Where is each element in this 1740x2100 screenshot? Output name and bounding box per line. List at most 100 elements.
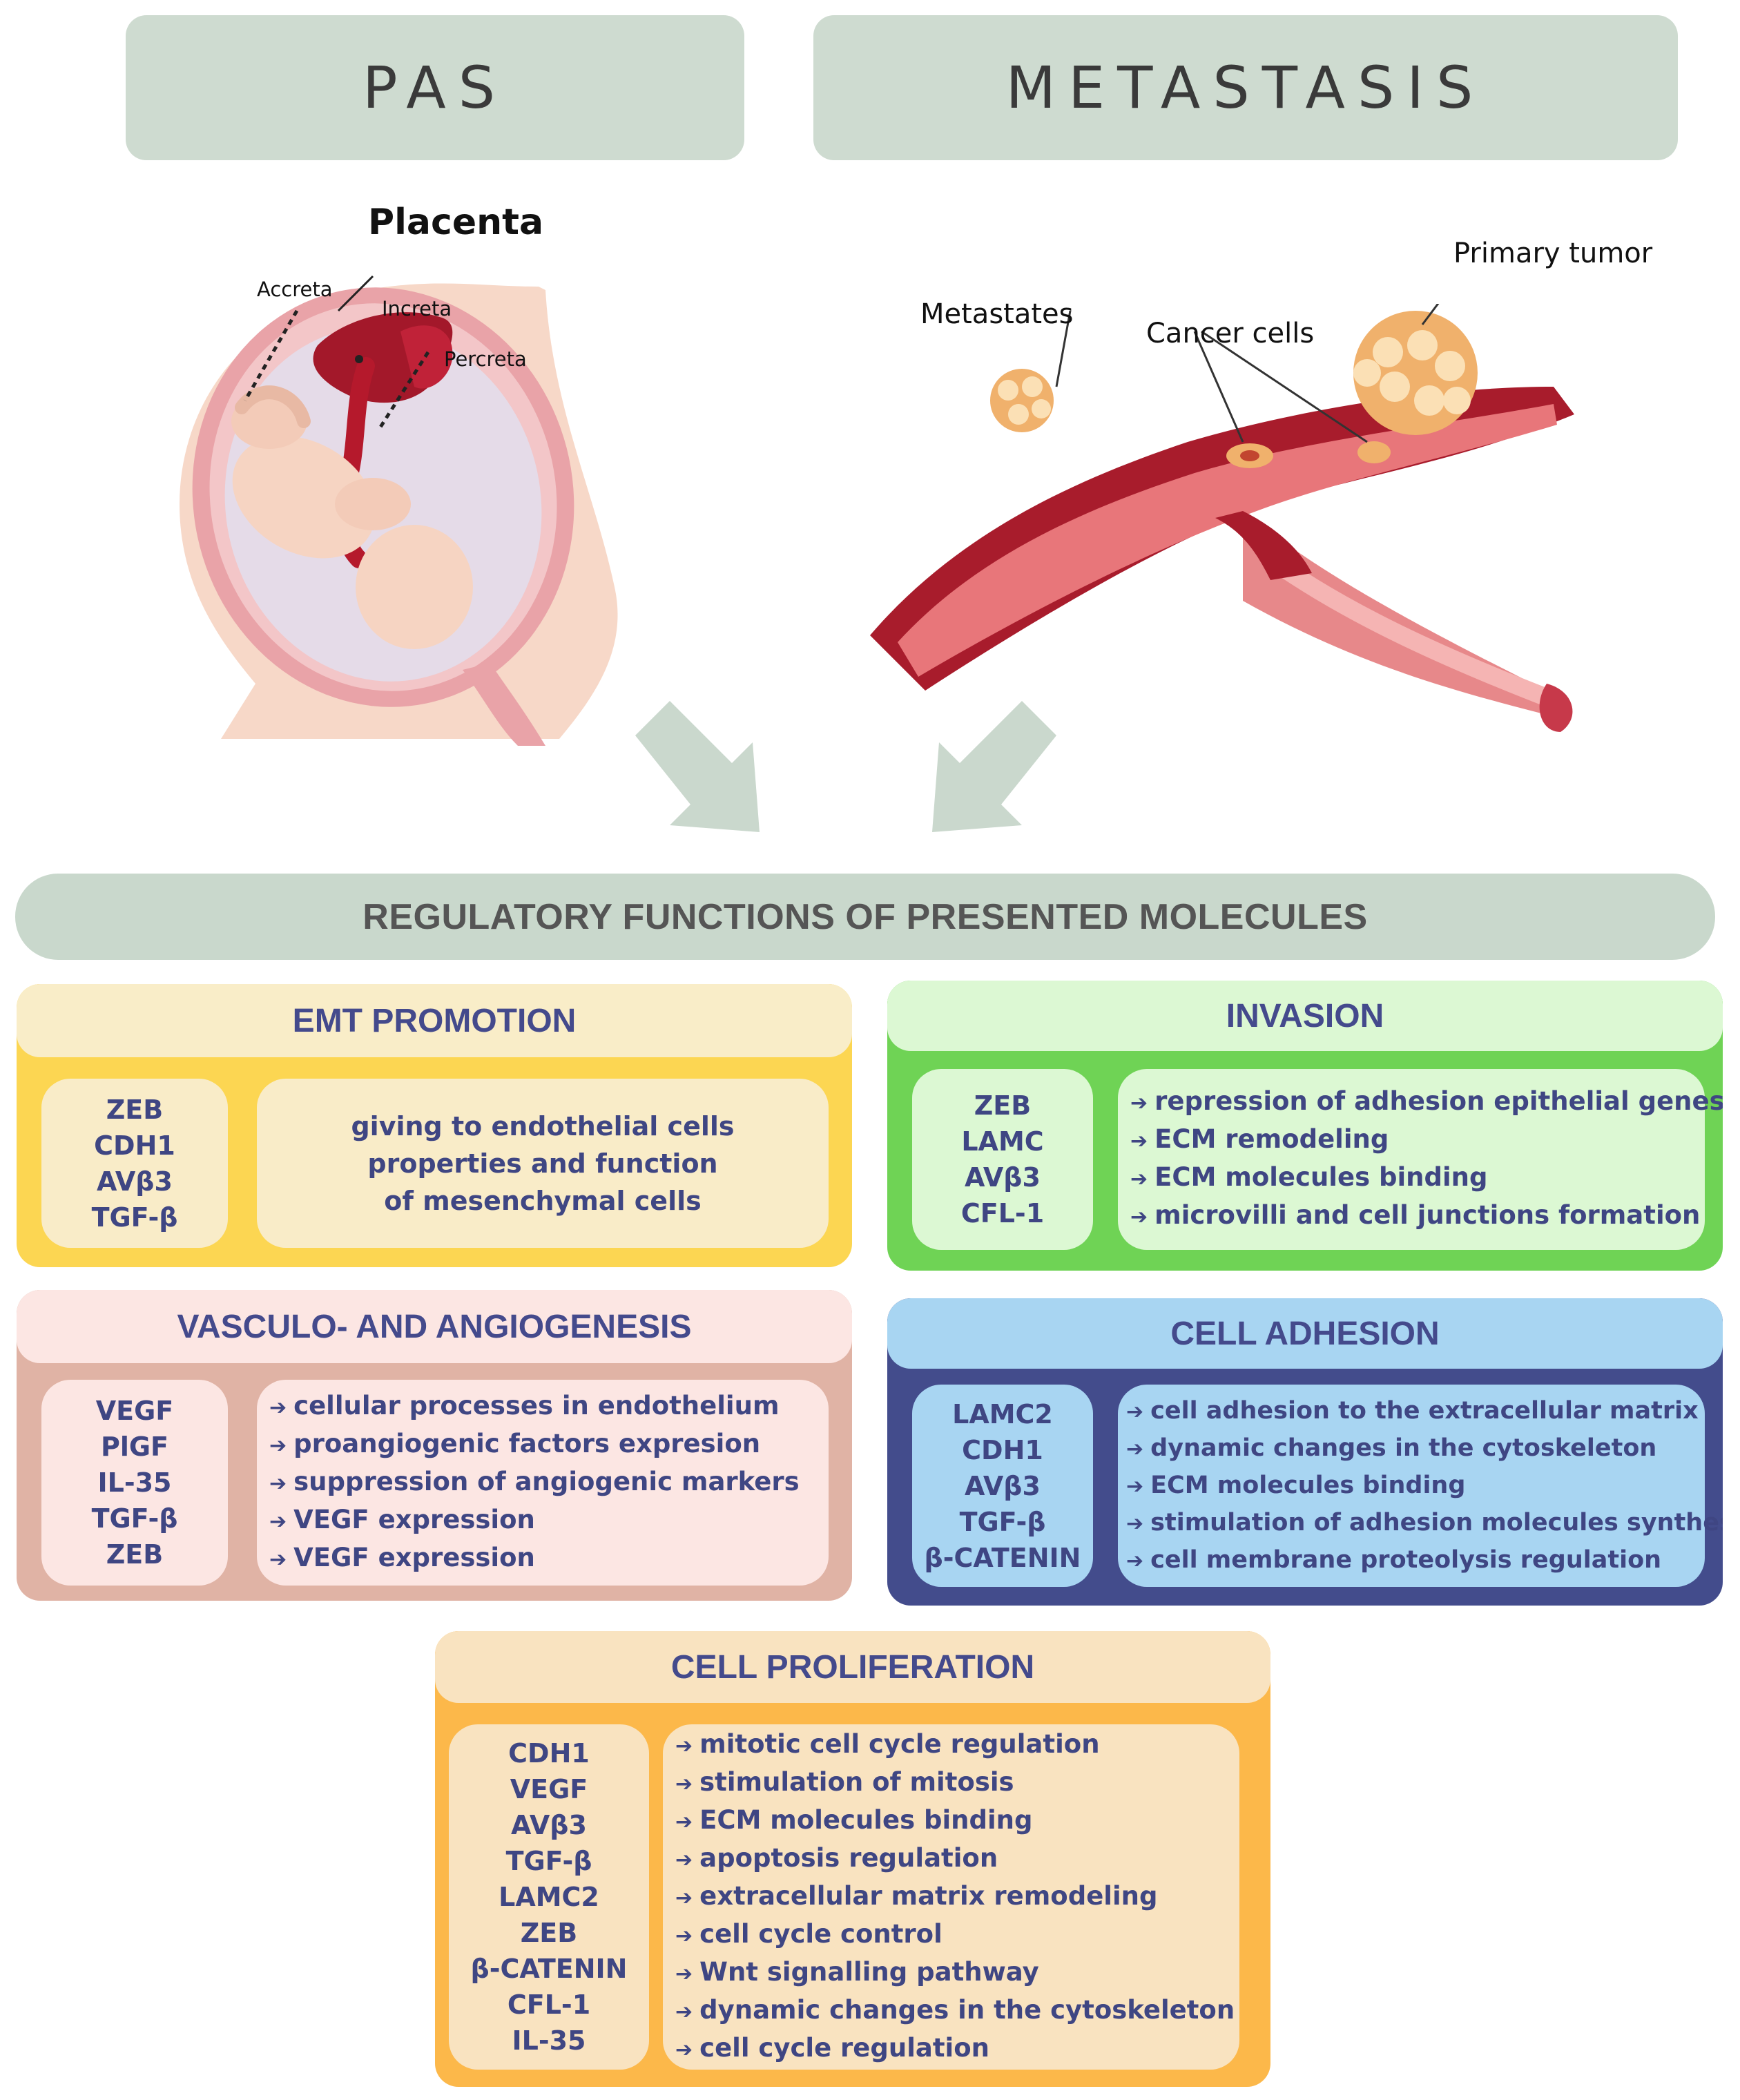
function-text: Wnt signalling pathway (699, 1956, 1039, 1987)
molecule: β-CATENIN (924, 1542, 1081, 1573)
molecule: ZEB (106, 1094, 164, 1125)
arrow-right-icon: ➔ (675, 1809, 693, 1834)
arrow-right-icon: ➔ (269, 1433, 287, 1458)
arrow-right-icon: ➔ (675, 1885, 693, 1910)
pas-header-label: PAS (362, 54, 508, 122)
arrow-right-icon: ➔ (269, 1395, 287, 1420)
emt-molecules-box: ZEB CDH1 AVβ3 TGF-β (41, 1079, 228, 1248)
molecule: IL-35 (97, 1467, 172, 1498)
function-text: repression of adhesion epithelial genes (1154, 1086, 1723, 1116)
proliferation-function-box: ➔mitotic cell cycle regulation ➔stimulat… (663, 1724, 1239, 2070)
accreta-label: Accreta (257, 278, 333, 301)
function-text: ECM molecules binding (699, 1804, 1033, 1835)
cancer-cells-label: Cancer cells (1146, 318, 1315, 349)
right-down-arrow-icon (932, 701, 1056, 832)
function-text: apoptosis regulation (699, 1842, 998, 1873)
function-text: stimulation of mitosis (699, 1766, 1014, 1797)
function-item: ➔proangiogenic factors expresion (269, 1426, 829, 1464)
function-text: cell adhesion to the extracellular matri… (1150, 1396, 1699, 1425)
blood-vessel-drawing (870, 269, 1574, 732)
pas-header: PAS (126, 15, 744, 160)
arrow-right-icon: ➔ (1130, 1091, 1148, 1115)
function-item: ➔ECM molecules binding (1130, 1159, 1705, 1197)
function-text: stimulation of adhesion molecules synthe… (1150, 1508, 1723, 1537)
molecule: ZEB (520, 1918, 578, 1948)
arrow-right-icon: ➔ (269, 1509, 287, 1534)
regulatory-functions-banner: REGULATORY FUNCTIONS OF PRESENTED MOLECU… (15, 874, 1715, 960)
molecule: LAMC2 (952, 1398, 1053, 1429)
description-line: properties and function (367, 1148, 718, 1179)
arrow-right-icon: ➔ (675, 1961, 693, 1986)
function-item: ➔ECM molecules binding (1126, 1467, 1705, 1505)
arrow-right-icon: ➔ (1126, 1548, 1144, 1573)
arrow-right-icon: ➔ (675, 1847, 693, 1872)
vasculo-molecules-box: VEGF PlGF IL-35 TGF-β ZEB (41, 1380, 228, 1586)
proliferation-molecule-list: CDH1 VEGF AVβ3 TGF-β LAMC2 ZEB β-CATENIN… (449, 1724, 649, 2070)
molecule: AVβ3 (511, 1810, 587, 1840)
vasculo-molecule-list: VEGF PlGF IL-35 TGF-β ZEB (41, 1380, 228, 1586)
molecule: VEGF (95, 1396, 174, 1426)
function-text: ECM molecules binding (1154, 1162, 1488, 1192)
arrow-right-icon: ➔ (1126, 1436, 1144, 1461)
molecule: LAMC (961, 1126, 1044, 1157)
emt-molecule-list: ZEB CDH1 AVβ3 TGF-β (41, 1079, 228, 1248)
function-text: ECM remodeling (1154, 1124, 1389, 1154)
metastasis-header-label: METASTASIS (1005, 54, 1486, 122)
function-text: cell cycle control (699, 1918, 942, 1949)
molecule: TGF-β (959, 1506, 1046, 1537)
function-text: mitotic cell cycle regulation (699, 1728, 1100, 1759)
function-text: dynamic changes in the cytoskeleton (699, 1994, 1235, 2025)
function-item: ➔suppression of angiogenic markers (269, 1464, 829, 1502)
function-item: ➔VEGF expression (269, 1540, 829, 1578)
function-item: ➔ECM molecules binding (675, 1802, 1239, 1840)
function-item: ➔repression of adhesion epithelial genes (1130, 1083, 1723, 1121)
molecule: β-CATENIN (470, 1954, 628, 1984)
molecule: VEGF (510, 1774, 588, 1804)
invasion-card: INVASION ZEB LAMC AVβ3 CFL-1 ➔repression… (887, 981, 1723, 1271)
molecule: LAMC2 (499, 1882, 599, 1912)
molecule: CDH1 (508, 1738, 590, 1769)
molecule: IL-35 (512, 2025, 586, 2056)
function-text: suppression of angiogenic markers (293, 1466, 800, 1496)
molecule: AVβ3 (965, 1162, 1041, 1193)
function-item: ➔cellular processes in endothelium (269, 1388, 829, 1426)
function-text: microvilli and cell junctions formation (1154, 1200, 1701, 1230)
adhesion-function-box: ➔cell adhesion to the extracellular matr… (1118, 1385, 1723, 1587)
function-item: ➔VEGF expression (269, 1502, 829, 1540)
molecule: PlGF (100, 1432, 169, 1462)
emt-promotion-card: EMT PROMOTION ZEB CDH1 AVβ3 TGF-β giving… (17, 984, 852, 1267)
function-item: ➔Wnt signalling pathway (675, 1954, 1239, 1992)
arrow-right-icon: ➔ (1126, 1474, 1144, 1499)
increta-label: Increta (382, 297, 452, 320)
molecule: AVβ3 (965, 1470, 1041, 1501)
arrow-right-icon: ➔ (1130, 1167, 1148, 1191)
function-item: ➔stimulation of adhesion molecules synth… (1126, 1505, 1723, 1542)
vasculo-angiogenesis-title: VASCULO- AND ANGIOGENESIS (17, 1290, 852, 1363)
cell-adhesion-card: CELL ADHESION LAMC2 CDH1 AVβ3 TGF-β β-CA… (887, 1298, 1723, 1606)
invasion-molecule-list: ZEB LAMC AVβ3 CFL-1 (912, 1069, 1093, 1250)
banner-title: REGULATORY FUNCTIONS OF PRESENTED MOLECU… (362, 896, 1368, 937)
function-text: cell cycle regulation (699, 2032, 990, 2063)
function-text: cellular processes in endothelium (293, 1390, 780, 1420)
molecule: TGF-β (91, 1202, 178, 1233)
arrow-right-icon: ➔ (1130, 1205, 1148, 1229)
primary-tumor-label: Primary tumor (1453, 238, 1653, 269)
description-line: of mesenchymal cells (384, 1185, 702, 1216)
metastasis-illustration (856, 269, 1616, 746)
metastates-cluster (990, 369, 1054, 432)
arrow-right-icon: ➔ (1126, 1399, 1144, 1424)
adhesion-molecules-box: LAMC2 CDH1 AVβ3 TGF-β β-CATENIN (912, 1385, 1093, 1587)
arrow-right-icon: ➔ (269, 1471, 287, 1496)
function-item: ➔cell adhesion to the extracellular matr… (1126, 1393, 1705, 1430)
cell-adhesion-title: CELL ADHESION (887, 1298, 1723, 1369)
function-item: ➔cell cycle regulation (675, 2030, 1239, 2068)
molecule: TGF-β (91, 1503, 178, 1534)
adhesion-molecule-list: LAMC2 CDH1 AVβ3 TGF-β β-CATENIN (912, 1385, 1093, 1587)
cell-proliferation-title: CELL PROLIFERATION (435, 1631, 1270, 1703)
function-item: ➔cell cycle control (675, 1916, 1239, 1954)
invasion-function-list: ➔repression of adhesion epithelial genes… (1118, 1069, 1723, 1250)
emt-description: giving to endothelial cells properties a… (257, 1079, 829, 1248)
function-text: extracellular matrix remodeling (699, 1880, 1158, 1911)
function-item: ➔ECM remodeling (1130, 1121, 1705, 1159)
function-item: ➔extracellular matrix remodeling (675, 1878, 1239, 1916)
